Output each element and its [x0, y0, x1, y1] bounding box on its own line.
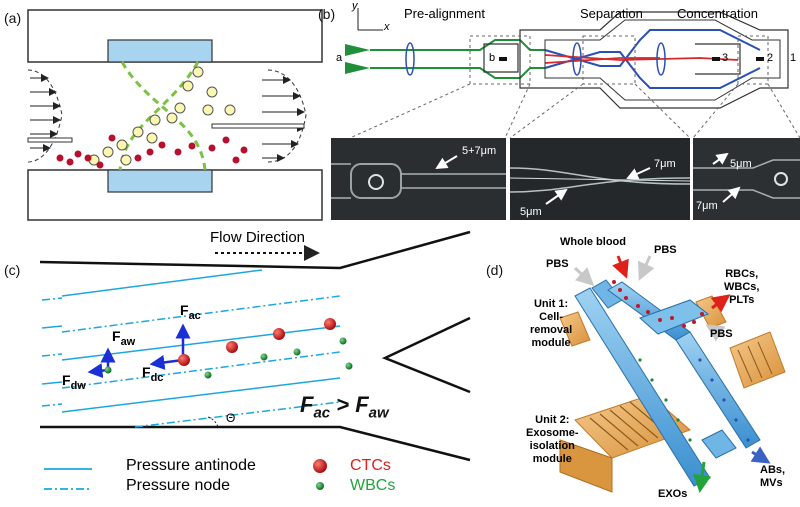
unit1-label: Unit 1: Cell- removal module	[530, 298, 572, 350]
inlet-flow-profile	[27, 69, 63, 163]
particles	[612, 280, 750, 442]
force-aw-sub: aw	[120, 335, 136, 348]
panel-label-d: (d)	[486, 262, 504, 278]
legend-ctcs: CTCs	[350, 457, 391, 474]
unit2-line3: isolation	[529, 440, 575, 452]
legend-antinode: Pressure antinode	[126, 457, 256, 474]
micrograph-prealignment-image	[331, 138, 506, 220]
micro-label-5plus7: 5+7μm	[462, 145, 497, 157]
flow-direction-label: Flow Direction	[210, 229, 306, 246]
panel-label-b: (b)	[318, 6, 336, 22]
abs-line1: ABs,	[760, 464, 786, 476]
unit1-line4: module	[531, 337, 571, 349]
outlet1-label: RBCs, WBCs, PLTs	[724, 268, 759, 307]
pbs-right-label: PBS	[710, 328, 733, 340]
force-ac: Fac	[180, 302, 201, 322]
force-aw-base: F	[112, 328, 121, 344]
outlet1-line1: RBCs,	[725, 268, 759, 280]
cond-rhs-sub: aw	[368, 404, 389, 422]
axis-y-label: y	[352, 0, 358, 12]
exos-label: EXOs	[658, 488, 688, 500]
force-dw-sub: dw	[70, 379, 86, 392]
unit1-line3: removal	[530, 324, 573, 336]
cond-lhs: F	[300, 392, 314, 417]
cond-op: >	[330, 392, 356, 417]
force-ac-sub: ac	[188, 309, 201, 322]
stage-prealignment: Pre-alignment	[404, 6, 485, 21]
micrograph-concentration	[693, 138, 800, 220]
stage-separation: Separation	[580, 6, 643, 21]
panel-a	[27, 9, 323, 221]
unit2-line4: module	[532, 453, 572, 465]
micrograph-separation	[510, 138, 690, 220]
panel-b	[345, 8, 800, 139]
inlet-label: a	[336, 52, 343, 64]
angle-label: Θ	[226, 411, 236, 425]
panel-label-c: (c)	[4, 262, 21, 278]
force-dw-base: F	[62, 372, 71, 388]
ctc-cells	[178, 318, 336, 366]
force-condition: Fac > Faw	[300, 392, 389, 421]
node-2-label: 2	[767, 52, 774, 64]
channel-top-wall	[39, 230, 471, 270]
outlet1-line3: PLTs	[729, 294, 755, 306]
transducer-bottom	[107, 169, 213, 193]
transducer-top	[107, 39, 213, 63]
splitter-wedge	[381, 316, 471, 394]
legend-wbcs: WBCs	[350, 477, 396, 494]
micrograph-concentration-image	[693, 138, 800, 220]
force-dc: Fdc	[142, 364, 163, 384]
panel-c	[39, 230, 471, 490]
force-dw: Fdw	[62, 372, 86, 392]
pressure-lines	[41, 269, 341, 428]
wbc-cells	[104, 337, 353, 379]
force-dc-sub: dc	[150, 371, 164, 384]
panel-d	[559, 255, 786, 493]
axis-x-label: x	[384, 21, 390, 33]
micro-label-7-sep: 7μm	[654, 158, 676, 170]
panel-label-a: (a)	[4, 10, 22, 26]
node-b-label: b	[489, 52, 496, 64]
micrograph-prealignment	[331, 138, 506, 220]
legend-node: Pressure node	[126, 477, 231, 494]
cond-rhs: F	[355, 392, 369, 417]
node-1-label: 1	[790, 52, 797, 64]
cond-lhs-sub: ac	[313, 404, 331, 422]
unit1-line1: Unit 1:	[533, 298, 569, 310]
micrograph-separation-image	[510, 138, 690, 220]
unit2-label: Unit 2: Exosome- isolation module	[526, 414, 579, 466]
stage-concentration: Concentration	[677, 6, 758, 21]
unit1-line2: Cell-	[539, 311, 564, 323]
separation-channel-blue	[544, 29, 761, 89]
micro-label-7-conc: 7μm	[696, 200, 718, 212]
standing-wave-a	[120, 61, 207, 171]
outlet-flow-profile	[262, 69, 307, 163]
unit2-line1: Unit 2:	[535, 414, 570, 426]
pbs-top-label: PBS	[654, 244, 677, 256]
outlet1-line2: WBCs,	[724, 281, 760, 293]
large-cells	[88, 66, 236, 166]
legend-wbc-marker	[316, 482, 324, 490]
whole-blood-label: Whole blood	[560, 236, 626, 248]
abs-line2: MVs	[760, 477, 783, 489]
micro-label-5-conc: 5μm	[730, 158, 752, 170]
micro-label-5-sep: 5μm	[520, 206, 542, 218]
unit2-line2: Exosome-	[526, 427, 579, 439]
force-aw: Faw	[112, 328, 135, 348]
channel-bottom-wall	[40, 425, 471, 462]
small-cells	[56, 134, 248, 169]
force-dc-base: F	[142, 364, 151, 380]
prealignment-channel	[370, 39, 545, 79]
force-ac-base: F	[180, 302, 189, 318]
legend-ctc-marker	[313, 459, 327, 473]
node-3-label: 3	[722, 52, 729, 64]
pbs-left-label: PBS	[546, 258, 569, 270]
abs-label: ABs, MVs	[760, 464, 785, 490]
